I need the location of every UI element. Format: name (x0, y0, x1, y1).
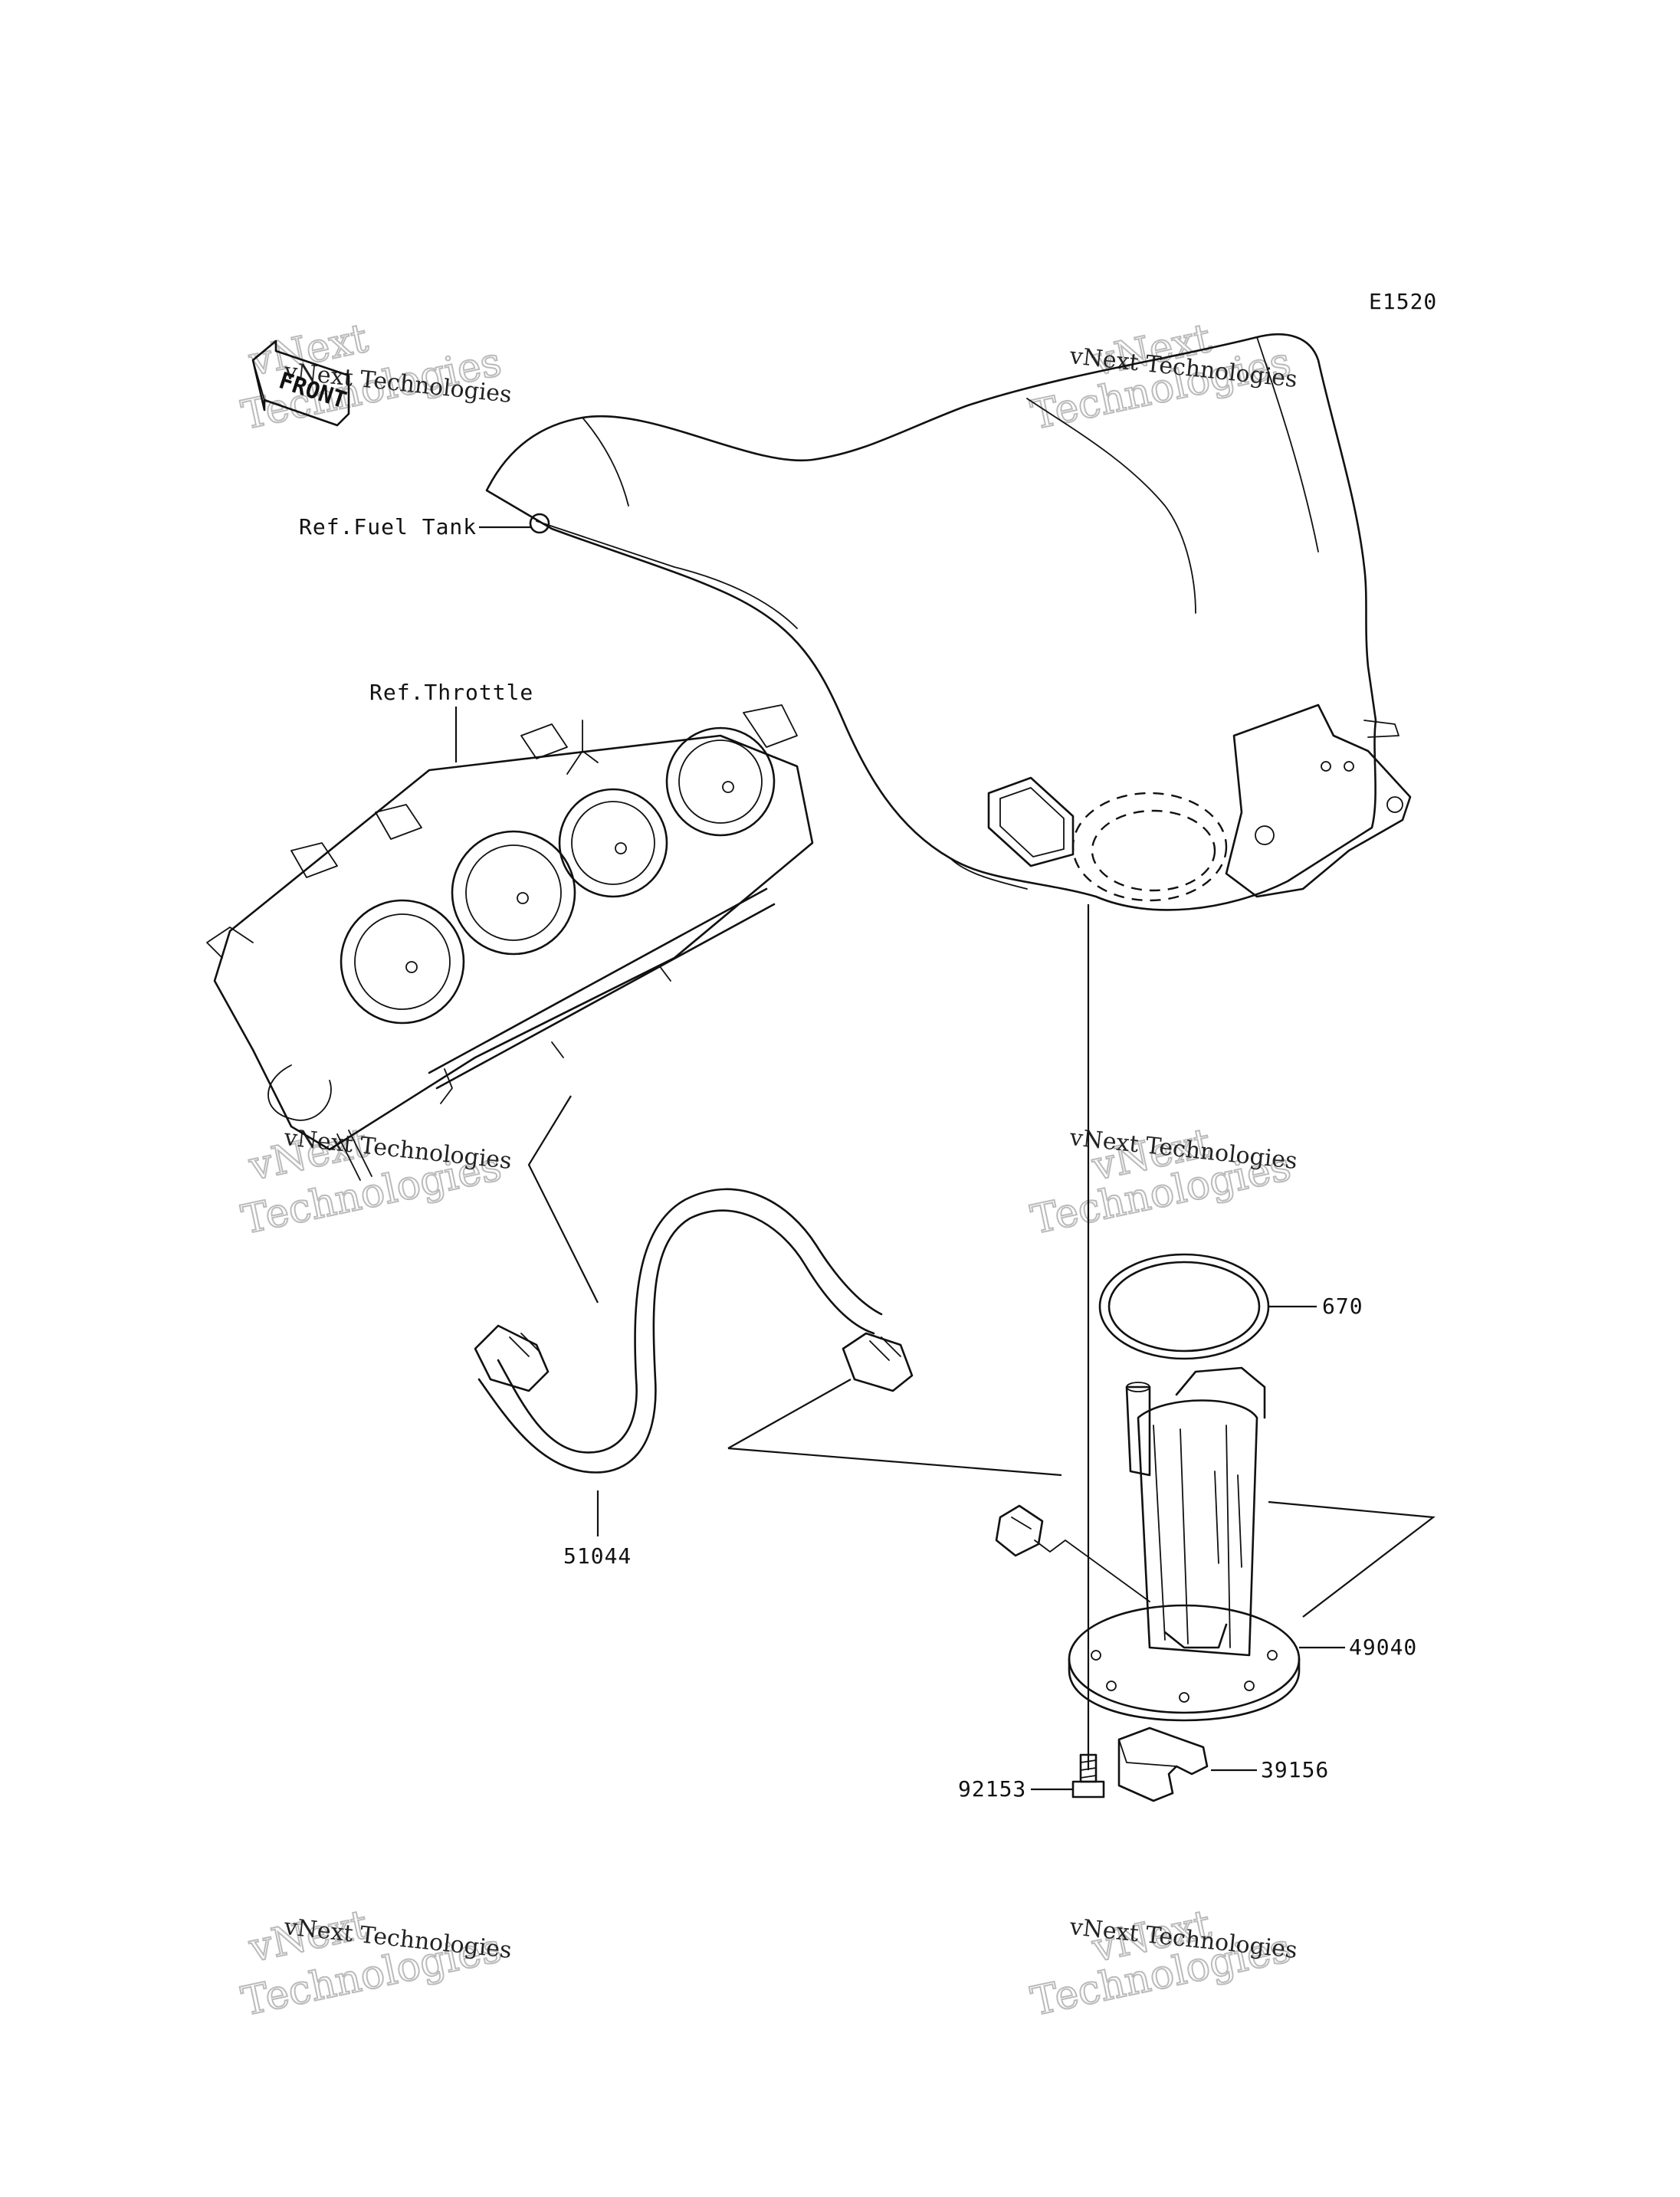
gasket-drawing (1098, 1253, 1270, 1360)
cushion-drawing (1117, 1726, 1209, 1802)
fuel-tank-drawing (485, 333, 1412, 911)
watermark-mid-right: vNext Technologies vNext Technologies (1026, 1120, 1298, 1244)
ref-throttle-label: Ref.Throttle (369, 680, 533, 705)
watermark-top-right: vNext Technologies vNext Technologies (1026, 315, 1298, 440)
fuel-hose-drawing (474, 1188, 914, 1474)
part-number-670: 670 (1322, 1294, 1363, 1319)
leader-hose-top (527, 1095, 599, 1303)
part-number-92153: 92153 (958, 1776, 1026, 1802)
watermark-top-left: vNext Technologies vNext Technologies (237, 315, 513, 440)
watermark-bottom-left: vNext Technologies vNext Technologies (237, 1901, 513, 2026)
part-number-39156: 39156 (1261, 1757, 1329, 1782)
leader-hose-end (727, 1379, 851, 1449)
throttle-body-drawing (206, 704, 814, 1181)
diagram-code: E1520 (1369, 289, 1437, 314)
watermark-mid-left: vNext Technologies vNext Technologies (237, 1120, 513, 1244)
leader-hose-to-pump (727, 1447, 1062, 1477)
part-number-49040: 49040 (1349, 1635, 1417, 1660)
watermark-bottom-right: vNext Technologies vNext Technologies (1026, 1901, 1298, 2026)
bolt-drawing (1071, 1753, 1105, 1799)
ref-fuel-tank-label: Ref.Fuel Tank (299, 514, 477, 539)
part-number-51044: 51044 (563, 1543, 632, 1569)
leader-pump-bracket (1268, 1500, 1436, 1618)
fuel-pump-drawing (995, 1366, 1301, 1722)
